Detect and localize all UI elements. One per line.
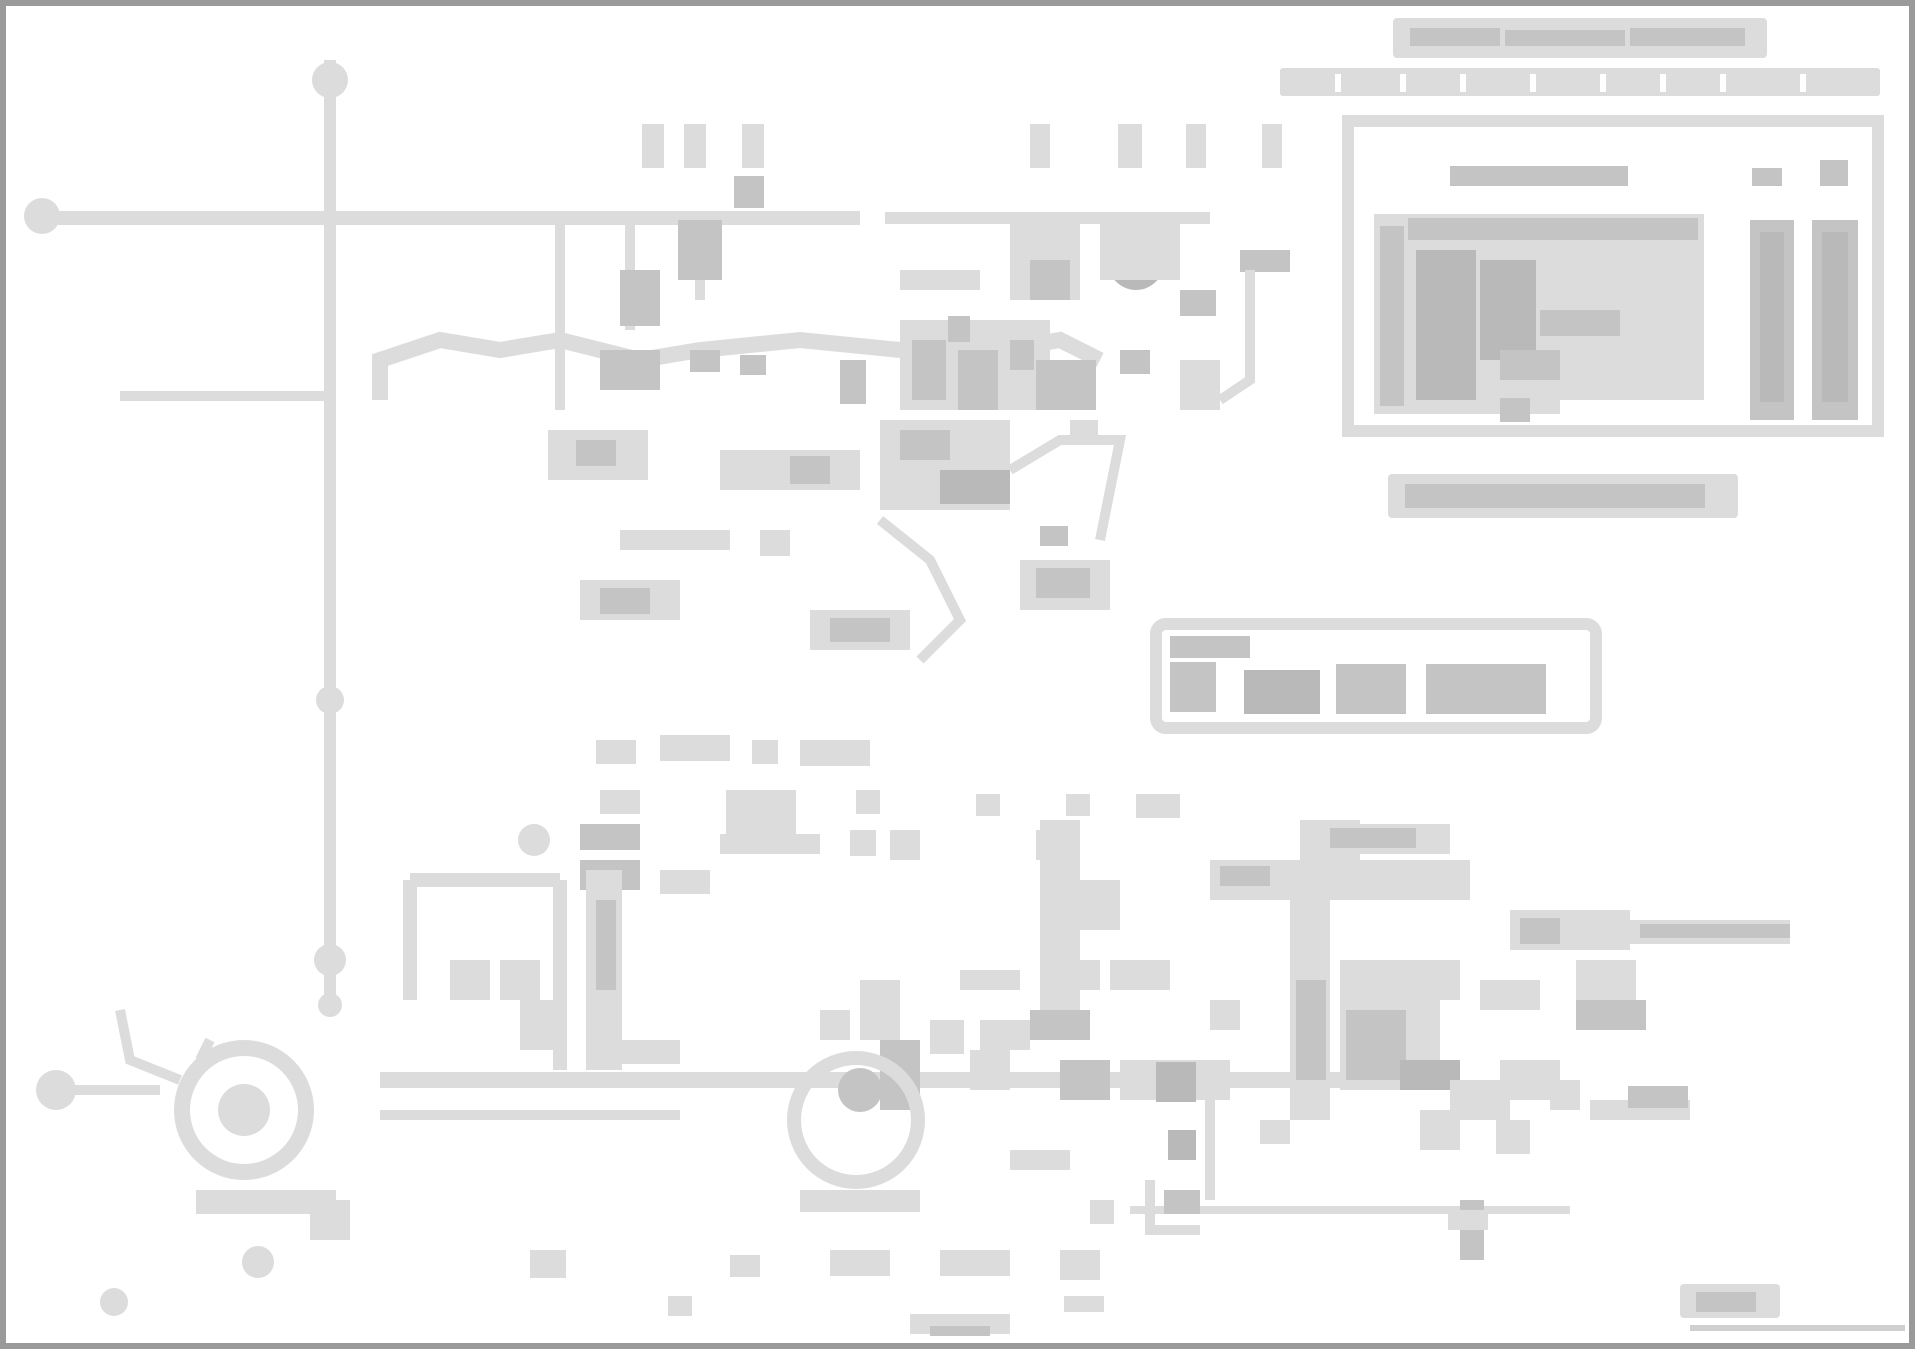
revision-stamp — [1680, 1284, 1905, 1331]
lower-central-cluster — [36, 735, 1790, 1336]
upper-central-cluster — [372, 218, 1290, 664]
top-right-table-box — [1342, 115, 1884, 437]
bus-lines — [24, 60, 1210, 1017]
note-strip — [1388, 474, 1738, 518]
top-connector-stubs — [642, 124, 1282, 208]
title-block — [1280, 18, 1880, 96]
legend-box — [1150, 618, 1602, 734]
